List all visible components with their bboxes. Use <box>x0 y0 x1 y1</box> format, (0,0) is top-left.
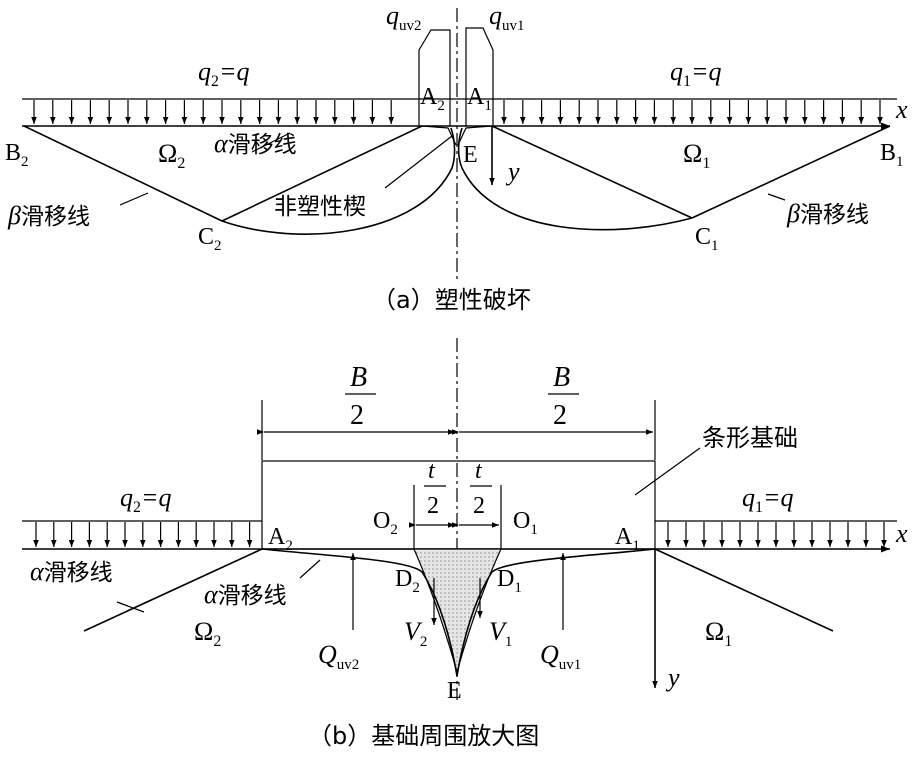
point-A2-b: A2 <box>268 524 293 554</box>
omega1-a: Ω1 <box>683 139 710 172</box>
surface-load-arrows-b <box>33 522 887 547</box>
point-C2: C2 <box>198 224 222 254</box>
B-half-right-num: B <box>553 362 570 393</box>
point-B1: B1 <box>880 140 904 170</box>
load-left-label-b: q2=q <box>120 483 172 516</box>
panel-b: B 2 B 2 条形基础 t 2 t 2 <box>22 338 908 750</box>
foundation-leader <box>634 447 701 496</box>
t-half-right-den: 2 <box>473 493 485 519</box>
point-C1: C1 <box>695 224 719 254</box>
caption-b: （b）基础周围放大图 <box>308 722 539 750</box>
log-spiral-right <box>457 127 693 231</box>
beta-line-right <box>691 125 891 219</box>
point-A1: A1 <box>467 84 492 114</box>
alpha-line-right-b <box>654 548 834 632</box>
point-E-b: E <box>447 678 462 704</box>
t-half-left-den: 2 <box>427 493 439 519</box>
B-half-left-den: 2 <box>350 400 364 431</box>
leader-alpha-a <box>251 132 291 153</box>
curve-left-b <box>261 548 458 677</box>
leader-alpha-mid-b <box>299 559 321 579</box>
omega2-b: Ω2 <box>194 617 221 650</box>
axis-y-b: y <box>665 663 680 692</box>
alpha-label-left-b: α滑移线 <box>30 557 113 586</box>
point-D2: D2 <box>395 566 420 596</box>
point-B2: B2 <box>5 140 29 170</box>
alpha-line-left-b <box>83 548 263 632</box>
log-spiral-left <box>221 127 456 235</box>
alpha-label-a: α滑移线 <box>214 129 297 158</box>
strip-foundation <box>261 460 656 550</box>
nonplastic-wedge-shaded <box>413 548 502 675</box>
beta-line-left <box>23 125 223 222</box>
surface-load-arrows <box>31 100 883 124</box>
foundation-label: 条形基础 <box>702 424 798 452</box>
qu-v2-bump <box>418 29 451 126</box>
alpha-line-left <box>221 125 423 222</box>
qu-v1-bump <box>465 27 494 126</box>
leader-beta-left <box>119 192 149 206</box>
load-left-label: q2=q <box>198 57 250 90</box>
leader-alpha-left-b <box>116 601 145 613</box>
Q-uv1-label: Quv1 <box>540 640 581 673</box>
Q-uv2-label: Quv2 <box>318 640 359 673</box>
omega2-a: Ω2 <box>158 139 185 172</box>
V2-label: V2 <box>404 617 427 650</box>
axis-x-b: x <box>895 519 908 548</box>
q-uv2-label: quv2 <box>386 1 422 34</box>
panel-a: quv2 quv1 q2=q q1=q A2 A1 B2 B1 C2 C1 E … <box>5 1 908 314</box>
beta-label-right: β滑移线 <box>786 199 869 228</box>
B-half-left-num: B <box>350 362 367 393</box>
omega1-b: Ω1 <box>705 617 732 650</box>
axis-x-a: x <box>895 95 908 124</box>
point-A1-b: A1 <box>615 524 640 554</box>
t-half-right-num: t <box>475 458 483 484</box>
curve-right-b <box>456 548 656 677</box>
load-right-label-b: q1=q <box>742 483 794 516</box>
point-O1: O1 <box>513 508 538 538</box>
q-uv1-label: quv1 <box>489 1 525 34</box>
alpha-label-mid-b: α滑移线 <box>204 580 287 609</box>
wedge-right <box>457 125 493 146</box>
point-E-a: E <box>463 142 478 168</box>
B-half-right-den: 2 <box>553 400 567 431</box>
point-A2: A2 <box>420 84 445 114</box>
leader-beta-right <box>767 193 786 201</box>
V1-label: V1 <box>489 617 512 650</box>
point-O2: O2 <box>373 508 398 538</box>
point-D1: D1 <box>497 566 522 596</box>
axis-y-a: y <box>505 157 520 186</box>
alpha-line-right <box>491 125 693 219</box>
caption-a: （a）塑性破坏 <box>372 286 531 314</box>
wedge-left <box>421 125 457 146</box>
load-right-label: q1=q <box>670 57 722 90</box>
nonplastic-wedge-label: 非塑性楔 <box>274 194 366 220</box>
t-half-left-num: t <box>428 458 436 484</box>
leader-nonplastic <box>384 135 453 189</box>
beta-label-left: β滑移线 <box>7 201 90 230</box>
